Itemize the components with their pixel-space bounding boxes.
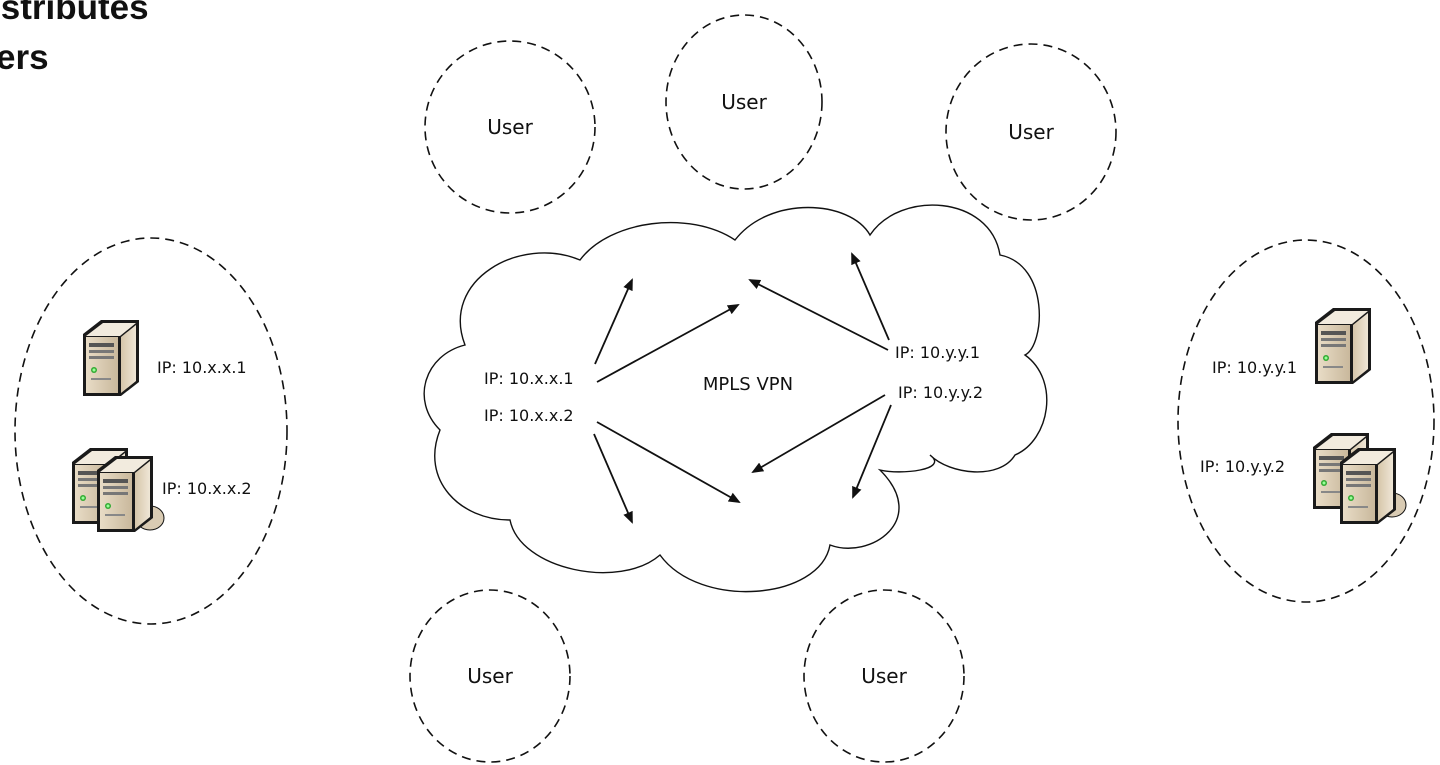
cloud-label: MPLS VPN bbox=[703, 374, 793, 395]
slide-title-line-2: ers bbox=[0, 38, 49, 77]
user-node-top-right: User bbox=[945, 43, 1117, 221]
user-node-top-left: User bbox=[424, 40, 596, 214]
right-site-boundary bbox=[1177, 239, 1435, 603]
arrow-left-up-short bbox=[594, 278, 633, 365]
server-cluster-icon bbox=[1313, 433, 1407, 524]
user-label: User bbox=[487, 115, 533, 139]
user-label: User bbox=[861, 664, 907, 688]
user-node-bottom-right: User bbox=[803, 589, 965, 763]
cloud-right-ip-1: IP: 10.y.y.1 bbox=[895, 343, 980, 362]
arrow-right-down-short bbox=[852, 404, 892, 499]
arrow-right-up-center bbox=[748, 279, 889, 351]
route-arrows bbox=[593, 252, 892, 524]
user-label: User bbox=[721, 90, 767, 114]
slide-title-line-1: istributes bbox=[0, 0, 149, 27]
user-node-bottom-left: User bbox=[409, 589, 571, 763]
left-site-boundary bbox=[14, 237, 288, 625]
mpls-cloud-shape bbox=[423, 204, 1048, 593]
arrow-right-up-short bbox=[851, 252, 890, 341]
server-cluster-icon bbox=[72, 448, 165, 532]
cloud-right-ip-2: IP: 10.y.y.2 bbox=[898, 383, 983, 402]
arrow-left-up-center bbox=[596, 304, 740, 383]
cloud-left-ip-1: IP: 10.x.x.1 bbox=[484, 369, 574, 388]
right-server-1-ip: IP: 10.y.y.1 bbox=[1212, 358, 1297, 377]
user-label: User bbox=[467, 664, 513, 688]
user-label: User bbox=[1008, 120, 1054, 144]
arrow-left-down-short bbox=[593, 433, 633, 524]
server-icon bbox=[1315, 308, 1371, 384]
right-server-2-ip: IP: 10.y.y.2 bbox=[1200, 457, 1285, 476]
left-server-2-ip: IP: 10.x.x.2 bbox=[162, 479, 252, 498]
arrow-right-down-center bbox=[751, 394, 886, 474]
server-icon bbox=[83, 320, 139, 396]
user-node-top-center: User bbox=[665, 14, 823, 190]
left-server-1-ip: IP: 10.x.x.1 bbox=[157, 358, 247, 377]
cloud-left-ip-2: IP: 10.x.x.2 bbox=[484, 406, 574, 425]
arrow-left-down-center bbox=[596, 421, 741, 503]
